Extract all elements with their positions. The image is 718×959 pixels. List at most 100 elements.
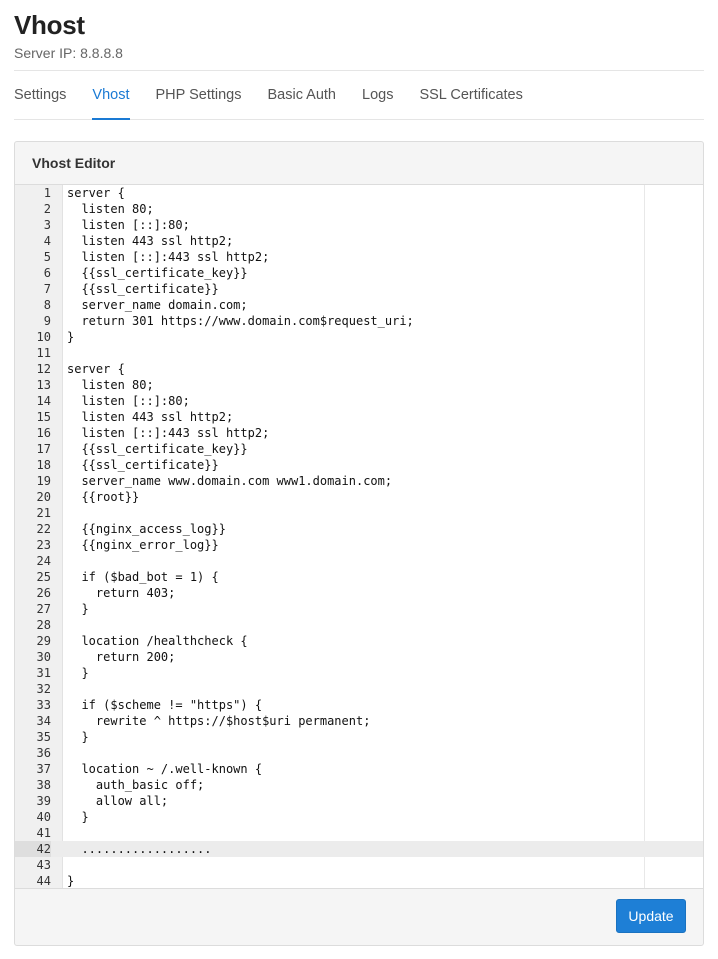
line-number: 24 — [36, 554, 51, 568]
code-line[interactable]: 40 } — [15, 809, 703, 825]
code-text: {{nginx_access_log}} — [67, 522, 226, 536]
code-line[interactable]: 18 {{ssl_certificate}} — [15, 457, 703, 473]
line-number: 4 — [43, 234, 51, 248]
code-line[interactable]: 11 — [15, 345, 703, 361]
code-line[interactable]: 5 listen [::]:443 ssl http2; — [15, 249, 703, 265]
page-title: Vhost — [14, 10, 85, 40]
code-line[interactable]: 41 — [15, 825, 703, 841]
code-line[interactable]: 1 server { — [15, 185, 703, 201]
code-text: } — [67, 666, 89, 680]
line-number: 5 — [43, 250, 51, 264]
line-number: 8 — [43, 298, 51, 312]
code-text: {{ssl_certificate}} — [67, 458, 219, 472]
code-line[interactable]: 26 return 403; — [15, 585, 703, 601]
code-line[interactable]: 42 .................. — [15, 841, 703, 857]
line-number: 41 — [36, 826, 51, 840]
code-text: server_name www.domain.com www1.domain.c… — [67, 474, 393, 488]
line-number: 10 — [36, 330, 51, 344]
tab-ssl-certificates[interactable]: SSL Certificates — [419, 87, 523, 103]
code-text: location /healthcheck { — [67, 634, 248, 648]
code-line[interactable]: 39 allow all; — [15, 793, 703, 809]
code-line[interactable]: 32 — [15, 681, 703, 697]
tab-logs[interactable]: Logs — [362, 87, 394, 103]
code-line[interactable]: 3 listen [::]:80; — [15, 217, 703, 233]
code-line[interactable]: 7 {{ssl_certificate}} — [15, 281, 703, 297]
code-text: allow all; — [67, 794, 169, 808]
code-text: server_name domain.com; — [67, 298, 248, 312]
page-header: Vhost Server IP: 8.8.8.8 — [14, 8, 704, 62]
line-number: 34 — [36, 714, 51, 728]
code-line[interactable]: 8 server_name domain.com; — [15, 297, 703, 313]
code-text: listen 80; — [67, 202, 154, 216]
tab-php-settings[interactable]: PHP Settings — [155, 87, 242, 103]
code-text: {{nginx_error_log}} — [67, 538, 219, 552]
update-button[interactable]: Update — [616, 899, 686, 933]
code-line[interactable]: 15 listen 443 ssl http2; — [15, 409, 703, 425]
print-margin — [644, 185, 645, 888]
code-text: listen [::]:80; — [67, 218, 190, 232]
code-line[interactable]: 2 listen 80; — [15, 201, 703, 217]
code-text: } — [67, 874, 75, 888]
code-text: location ~ /.well-known { — [67, 762, 263, 776]
code-line[interactable]: 16 listen [::]:443 ssl http2; — [15, 425, 703, 441]
line-number: 35 — [36, 730, 51, 744]
code-lines[interactable]: 1 server {2 listen 80;3 listen [::]:80;4 … — [15, 185, 703, 888]
line-number: 40 — [36, 810, 51, 824]
code-line[interactable]: 29 location /healthcheck { — [15, 633, 703, 649]
code-line[interactable]: 35 } — [15, 729, 703, 745]
line-number-gutter — [15, 185, 63, 888]
code-text: listen 80; — [67, 378, 154, 392]
code-line[interactable]: 44} — [15, 873, 703, 888]
code-line[interactable]: 20 {{root}} — [15, 489, 703, 505]
code-line[interactable]: 22 {{nginx_access_log}} — [15, 521, 703, 537]
code-line[interactable]: 25 if ($bad_bot = 1) { — [15, 569, 703, 585]
code-line[interactable]: 28 — [15, 617, 703, 633]
code-line[interactable]: 30 return 200; — [15, 649, 703, 665]
line-number: 9 — [43, 314, 51, 328]
code-line[interactable]: 33 if ($scheme != "https") { — [15, 697, 703, 713]
code-text: listen [::]:443 ssl http2; — [67, 250, 270, 264]
code-line[interactable]: 17 {{ssl_certificate_key}} — [15, 441, 703, 457]
line-number: 1 — [43, 186, 51, 200]
line-number: 18 — [36, 458, 51, 472]
code-line[interactable]: 13 listen 80; — [15, 377, 703, 393]
code-line[interactable]: 38 auth_basic off; — [15, 777, 703, 793]
code-line[interactable]: 4 listen 443 ssl http2; — [15, 233, 703, 249]
line-number: 44 — [36, 874, 51, 888]
code-line[interactable]: 24 — [15, 553, 703, 569]
code-line[interactable]: 21 — [15, 505, 703, 521]
code-editor[interactable]: 1 server {2 listen 80;3 listen [::]:80;4 … — [15, 185, 703, 889]
tab-vhost[interactable]: Vhost — [92, 71, 130, 120]
code-line[interactable]: 14 listen [::]:80; — [15, 393, 703, 409]
line-number: 31 — [36, 666, 51, 680]
line-number: 42 — [15, 841, 51, 857]
code-text: if ($scheme != "https") { — [67, 698, 263, 712]
code-line[interactable]: 36 — [15, 745, 703, 761]
code-line[interactable]: 10} — [15, 329, 703, 345]
code-line[interactable]: 43 — [15, 857, 703, 873]
line-number: 22 — [36, 522, 51, 536]
code-line[interactable]: 19 server_name www.domain.com www1.domai… — [15, 473, 703, 489]
tab-settings[interactable]: Settings — [14, 87, 67, 103]
code-line[interactable]: 34 rewrite ^ https://$host$uri permanent… — [15, 713, 703, 729]
line-number: 26 — [36, 586, 51, 600]
line-number: 39 — [36, 794, 51, 808]
tab-basic-auth[interactable]: Basic Auth — [267, 87, 336, 103]
line-number: 29 — [36, 634, 51, 648]
code-line[interactable]: 31 } — [15, 665, 703, 681]
line-number: 27 — [36, 602, 51, 616]
code-line[interactable]: 9 return 301 https://www.domain.com$requ… — [15, 313, 703, 329]
code-line[interactable]: 6 {{ssl_certificate_key}} — [15, 265, 703, 281]
code-text: } — [67, 330, 75, 344]
code-line[interactable]: 27 } — [15, 601, 703, 617]
code-line[interactable]: 23 {{nginx_error_log}} — [15, 537, 703, 553]
line-number: 14 — [36, 394, 51, 408]
line-number: 11 — [36, 346, 51, 360]
header-divider — [14, 70, 704, 71]
code-text: {{ssl_certificate_key}} — [67, 266, 248, 280]
line-number: 6 — [43, 266, 51, 280]
panel-title: Vhost Editor — [32, 155, 116, 171]
code-line[interactable]: 37 location ~ /.well-known { — [15, 761, 703, 777]
code-text: server { — [67, 186, 125, 200]
